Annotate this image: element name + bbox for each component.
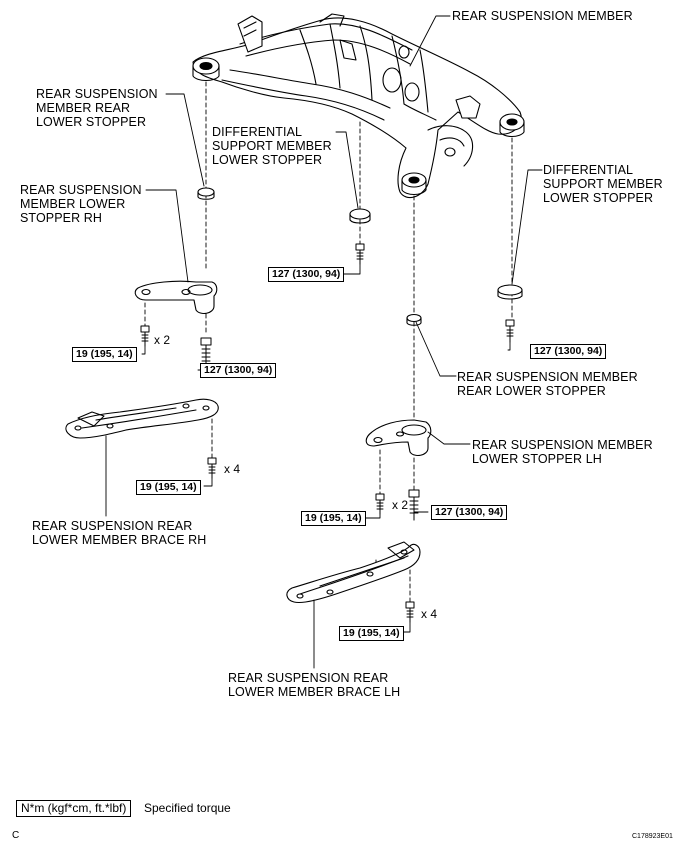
label-line: REAR LOWER STOPPER [457, 384, 606, 398]
multiplier-stopper-rh-bolts: x 2 [154, 333, 171, 347]
label-rear-suspension-member: REAR SUSPENSION MEMBER [452, 9, 633, 23]
rear-suspension-member-drawing [192, 13, 525, 199]
label-lower-stopper-lh: REAR SUSPENSION MEMBER LOWER STOPPER LH [472, 438, 653, 466]
label-line: REAR SUSPENSION MEMBER [452, 9, 633, 23]
figure-code: C178923E01 [632, 833, 673, 840]
leader-lines [105, 15, 543, 669]
label-line: DIFFERENTIAL [212, 125, 303, 139]
legend-torque-units: N*m (kgf*cm, ft.*lbf) [16, 800, 132, 817]
multiplier-brace-rh-bolts: x 4 [224, 462, 241, 476]
torque-diff-support-left: 127 (1300, 94) [268, 267, 345, 282]
torque-stopper-rh-large-bolt: 127 (1300, 94) [200, 363, 277, 378]
torque-stopper-rh-small-bolt: 19 (195, 14) [72, 347, 137, 362]
label-brace-lh: REAR SUSPENSION REAR LOWER MEMBER BRACE … [228, 671, 400, 699]
torque-diff-support-right: 127 (1300, 94) [530, 344, 607, 359]
lower-stopper-lh-drawing [365, 419, 432, 457]
label-line: STOPPER RH [20, 211, 103, 225]
label-diff-support-right: DIFFERENTIAL SUPPORT MEMBER LOWER STOPPE… [543, 163, 663, 205]
label-line: REAR SUSPENSION REAR [32, 519, 193, 533]
bolt-parts [140, 243, 515, 623]
stopper-parts [197, 187, 523, 326]
label-line: LOWER STOPPER LH [472, 452, 602, 466]
label-line: LOWER MEMBER BRACE RH [32, 533, 207, 547]
label-line: DIFFERENTIAL [543, 163, 634, 177]
label-line: SUPPORT MEMBER [212, 139, 332, 153]
torque-brace-rh-bolt: 19 (195, 14) [136, 480, 201, 495]
label-line: LOWER STOPPER [543, 191, 654, 205]
label-line: REAR SUSPENSION [20, 183, 142, 197]
label-rear-lower-stopper-mid: REAR SUSPENSION MEMBER REAR LOWER STOPPE… [457, 370, 638, 398]
corner-letter: C [12, 830, 20, 841]
multiplier-stopper-lh-bolts: x 2 [392, 498, 409, 512]
lower-stopper-rh-drawing [134, 280, 218, 315]
label-line: REAR SUSPENSION MEMBER [472, 438, 653, 452]
label-line: LOWER STOPPER [212, 153, 323, 167]
label-line: MEMBER LOWER [20, 197, 126, 211]
label-line: MEMBER REAR [36, 101, 131, 115]
label-brace-rh: REAR SUSPENSION REAR LOWER MEMBER BRACE … [32, 519, 206, 547]
label-line: REAR SUSPENSION [36, 87, 158, 101]
legend-description: Specified torque [144, 801, 231, 815]
brace-lh-drawing [286, 541, 421, 604]
label-line: REAR SUSPENSION MEMBER [457, 370, 638, 384]
multiplier-brace-lh-bolts: x 4 [421, 607, 438, 621]
brace-rh-drawing [65, 398, 219, 439]
torque-stopper-lh-large-bolt: 127 (1300, 94) [431, 505, 508, 520]
label-diff-support-left: DIFFERENTIAL SUPPORT MEMBER LOWER STOPPE… [212, 125, 332, 167]
torque-brace-lh-bolt: 19 (195, 14) [339, 626, 404, 641]
torque-stopper-lh-small-bolt: 19 (195, 14) [301, 511, 366, 526]
label-line: LOWER STOPPER [36, 115, 147, 129]
label-line: SUPPORT MEMBER [543, 177, 663, 191]
label-lower-stopper-rh: REAR SUSPENSION MEMBER LOWER STOPPER RH [20, 183, 142, 225]
label-rear-lower-stopper-top: REAR SUSPENSION MEMBER REAR LOWER STOPPE… [36, 87, 158, 129]
label-line: REAR SUSPENSION REAR [228, 671, 389, 685]
label-line: LOWER MEMBER BRACE LH [228, 685, 401, 699]
